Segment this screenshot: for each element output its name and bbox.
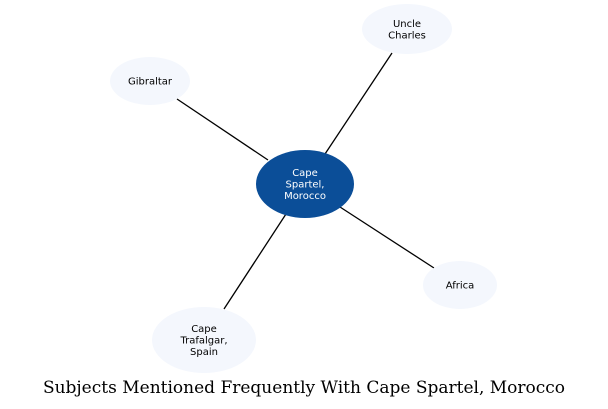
node-gibraltar-label-line: Gibraltar [128,77,173,88]
node-africa: Africa [423,261,497,309]
node-cape-spartel-shape [256,150,354,218]
diagram-edges [176,52,435,310]
node-cape-trafalgar-label-line: Trafalgar, [179,336,227,347]
node-africa-label-line: Africa [446,281,475,292]
node-cape-spartel-label-line: Cape [292,168,318,179]
edge-africa [339,206,435,269]
node-cape-spartel-label-line: Spartel, [286,180,325,191]
node-cape-trafalgar-label-line: Cape [191,324,217,335]
node-cape-trafalgar-label-line: Spain [190,347,218,358]
node-uncle-charles-label-line: Charles [388,30,426,41]
diagram-title: Subjects Mentioned Frequently With Cape … [43,378,565,398]
node-gibraltar-shape [110,57,190,105]
node-africa-shape [423,261,497,309]
edge-uncle-charles [324,52,393,155]
edge-cape-trafalgar [223,213,287,310]
node-uncle-charles-label-line: Uncle [393,19,421,30]
node-cape-spartel-label-line: Morocco [284,191,326,202]
node-africa-label: Africa [446,281,475,292]
node-gibraltar: Gibraltar [110,57,190,105]
node-uncle-charles-shape [362,4,452,54]
node-cape-trafalgar-shape [152,307,256,373]
edge-gibraltar [176,98,269,161]
node-gibraltar-label: Gibraltar [128,77,173,88]
